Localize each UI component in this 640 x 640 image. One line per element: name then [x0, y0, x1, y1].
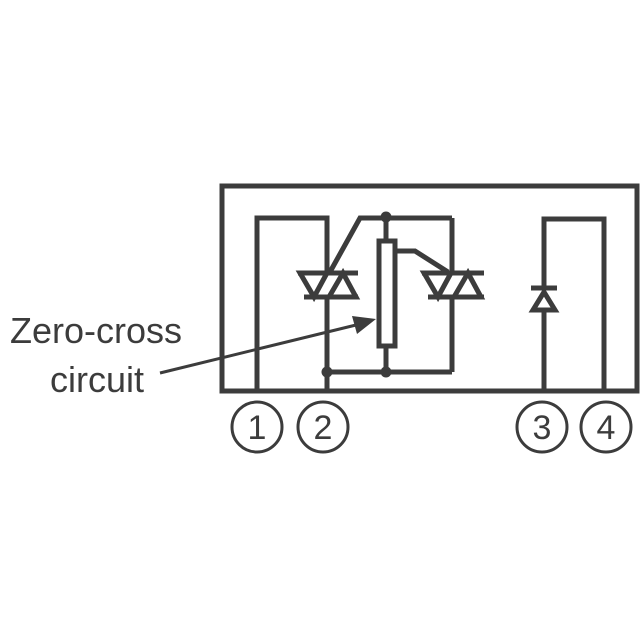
triac-right [419, 267, 486, 372]
pin-label-2: 2 [296, 400, 350, 454]
package-outline [219, 183, 640, 394]
pin-label-4: 4 [579, 400, 633, 454]
triac-left [295, 267, 361, 372]
svg-text:1: 1 [248, 409, 267, 447]
pin-label-1: 1 [230, 400, 284, 454]
diode [528, 285, 560, 391]
junction-dot-left [321, 366, 333, 378]
pin-label-3: 3 [515, 400, 569, 454]
svg-text:3: 3 [533, 409, 552, 447]
resistor [376, 238, 398, 349]
svg-text:2: 2 [314, 409, 333, 447]
triac-left-gate [327, 215, 452, 274]
pin3-pin4-loop [541, 216, 607, 391]
svg-text:4: 4 [597, 409, 616, 447]
junction-dot-top [380, 211, 392, 223]
annotation-leader [159, 323, 357, 375]
annotation-line2: circuit [50, 359, 144, 400]
arrow-head-icon [352, 316, 376, 334]
junction-dot-bottom [380, 366, 392, 378]
triac-right-gate [395, 248, 450, 275]
annotation-line1: Zero-cross [10, 310, 182, 351]
pin1-lead [254, 215, 330, 391]
